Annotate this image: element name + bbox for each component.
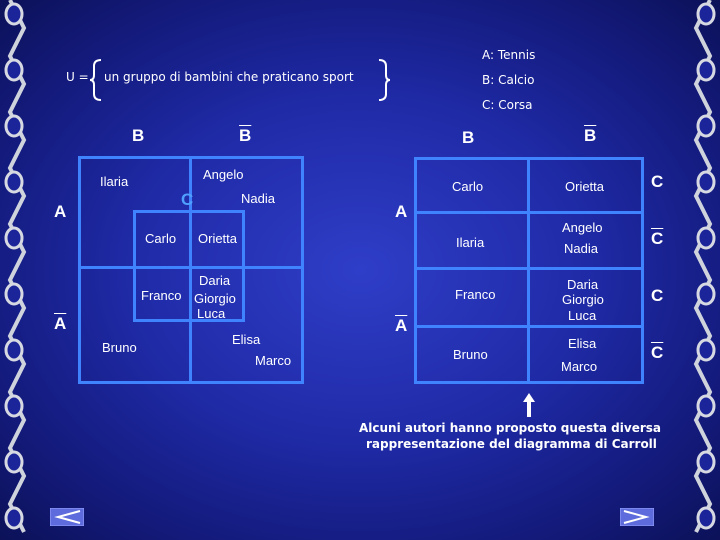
right-row-divider-2 (414, 267, 644, 270)
left-row-a-label: A (54, 202, 66, 222)
left-name-carlo: Carlo (145, 231, 176, 246)
left-name-elisa: Elisa (232, 332, 260, 347)
right-name-luca: Luca (568, 308, 596, 323)
right-name-ilaria: Ilaria (456, 235, 484, 250)
universe-text: un gruppo di bambini che praticano sport (104, 70, 354, 84)
right-row-not-a-label: A (395, 316, 407, 336)
left-name-orietta: Orietta (198, 231, 237, 246)
left-c-label: C (181, 190, 193, 210)
right-col-not-b-label: B (584, 126, 596, 146)
legend-b: B: Calcio (482, 73, 534, 87)
next-slide-icon[interactable] (620, 508, 654, 526)
left-row-not-a-label: A (54, 314, 66, 334)
left-col-b-label: B (132, 126, 144, 146)
right-row-c-label-3: C (651, 286, 663, 306)
legend-c: C: Corsa (482, 98, 533, 112)
left-col-not-b-label: B (239, 126, 251, 146)
right-row-divider-1 (414, 211, 644, 214)
left-name-ilaria: Ilaria (100, 174, 128, 189)
right-name-bruno: Bruno (453, 347, 488, 362)
universe-prefix: U = (66, 70, 89, 84)
right-name-carlo: Carlo (452, 179, 483, 194)
left-brace (89, 58, 103, 102)
right-vertical-divider (527, 157, 530, 384)
left-name-angelo: Angelo (203, 167, 243, 182)
right-col-b-label: B (462, 128, 474, 148)
right-row-divider-3 (414, 325, 644, 328)
caption-line-2: rappresentazione del diagramma di Carrol… (366, 437, 657, 451)
right-name-marco: Marco (561, 359, 597, 374)
prev-slide-icon[interactable] (50, 508, 84, 526)
right-chain-decoration (682, 0, 720, 540)
left-name-daria: Daria (199, 273, 230, 288)
left-name-marco: Marco (255, 353, 291, 368)
left-name-bruno: Bruno (102, 340, 137, 355)
left-name-nadia: Nadia (241, 191, 275, 206)
left-name-giorgio: Giorgio (194, 291, 236, 306)
right-name-giorgio: Giorgio (562, 292, 604, 307)
right-name-angelo: Angelo (562, 220, 602, 235)
legend-a: A: Tennis (482, 48, 535, 62)
right-row-c-label-1: C (651, 172, 663, 192)
left-chain-decoration (0, 0, 38, 540)
caption-line-1: Alcuni autori hanno proposto questa dive… (359, 421, 661, 435)
right-row-not-c-label-4: C (651, 343, 663, 363)
right-brace (377, 58, 391, 102)
right-row-a-label: A (395, 202, 407, 222)
right-row-not-c-label-2: C (651, 229, 663, 249)
left-name-luca: Luca (197, 306, 225, 321)
right-name-orietta: Orietta (565, 179, 604, 194)
arrow-up-icon (522, 392, 536, 418)
right-name-nadia: Nadia (564, 241, 598, 256)
right-name-daria: Daria (567, 277, 598, 292)
right-name-elisa: Elisa (568, 336, 596, 351)
left-name-franco: Franco (141, 288, 181, 303)
right-name-franco: Franco (455, 287, 495, 302)
